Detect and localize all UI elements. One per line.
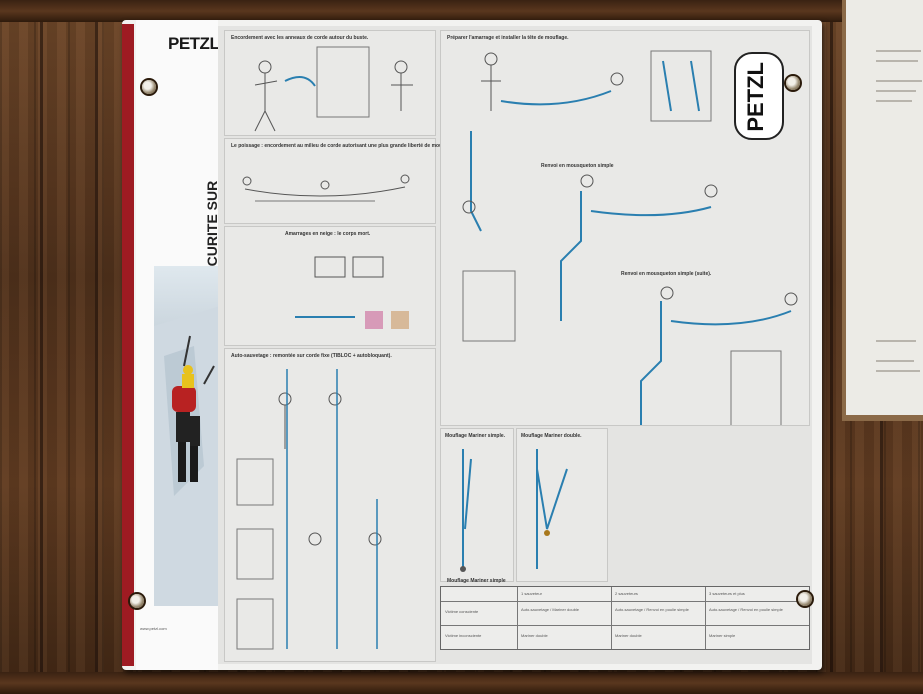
step-8-section: Mouflage Mariner double. — [516, 428, 608, 582]
table-cell: Auto-sauvetage / Renvoi en poulie simple — [615, 607, 689, 612]
table-cell: Mariner simple — [709, 633, 736, 638]
rescue-methods-table: Mouflage Mariner simple 1 sauveteur 2 sa… — [440, 578, 810, 650]
step-8-diagram — [536, 449, 568, 569]
step-5-title: Préparer l'amarrage et installer la tête… — [447, 35, 569, 41]
table-header-1: 1 sauveteur — [521, 591, 542, 596]
step-8-title: Mouflage Mariner double. — [521, 433, 582, 439]
table-cell: Mariner double — [615, 633, 642, 638]
step-4-diagram — [236, 369, 382, 650]
step-4-title: Auto-sauvetage : remontée sur corde fixe… — [231, 353, 392, 359]
petzl-logo-badge: PETZL — [734, 52, 784, 140]
step-5a-title: Renvoi en mousqueton simple — [541, 163, 614, 169]
footer-url: www.petzl.com — [140, 626, 167, 631]
mounting-bolt — [786, 76, 800, 90]
step-5-diagram — [462, 50, 798, 472]
poster-sidebar: PETZL SECURITE SUR GLACIER www.petzl.com — [136, 20, 236, 670]
step-9-title: Mouflage Mariner simple — [447, 578, 506, 584]
ice-climber-illustration — [154, 306, 220, 606]
step-3-section: Amarrages en neige : le corps mort. — [224, 226, 436, 346]
plank-seam — [95, 0, 98, 692]
step-1-title: Encordement avec les anneaux de corde au… — [231, 35, 369, 41]
step-1-diagram — [254, 46, 413, 132]
table-row-1-label: Victime consciente — [445, 609, 479, 614]
step-2-diagram — [242, 174, 410, 202]
step-7-diagram — [460, 449, 472, 572]
mounting-bolt — [130, 594, 144, 608]
table-header-2: 2 sauveteurs — [615, 591, 638, 596]
plank-seam — [40, 0, 43, 692]
table-header-3: 3 sauveteurs et plus — [709, 591, 745, 596]
step-7-section: Mouflage Mariner simple. — [440, 428, 514, 582]
instructions-panel: Encordement avec les anneaux de corde au… — [218, 26, 812, 664]
plank-seam — [830, 0, 833, 692]
step-2-title: Le poissage : encordement au milieu de c… — [231, 143, 462, 149]
wooden-beam-top — [0, 0, 923, 22]
paper-notice — [842, 0, 923, 421]
step-1-section: Encordement avec les anneaux de corde au… — [224, 30, 436, 136]
mounting-bolt — [798, 592, 812, 606]
step-7-title: Mouflage Mariner simple. — [445, 433, 506, 439]
petzl-logo-text: PETZL — [743, 62, 768, 132]
wooden-beam-bottom — [0, 672, 923, 694]
step-5b-title: Renvoi en mousqueton simple (suite). — [621, 271, 712, 277]
red-edge-stripe — [122, 24, 134, 666]
step-4-section: Auto-sauvetage : remontée sur corde fixe… — [224, 348, 436, 662]
table-cell: Auto-sauvetage / Mariner double — [521, 607, 580, 612]
step-3-diagram — [295, 256, 409, 329]
glacier-safety-poster: PETZL SECURITE SUR GLACIER www.petzl.com… — [122, 20, 822, 670]
table-row-2-label: Victime inconsciente — [445, 633, 482, 638]
climber-photo — [154, 266, 220, 606]
mounting-bolt — [142, 80, 156, 94]
step-3-title: Amarrages en neige : le corps mort. — [285, 231, 371, 237]
step-2-section: Le poissage : encordement au milieu de c… — [224, 138, 461, 224]
brand-logo: PETZL — [168, 34, 220, 53]
table-cell: Mariner double — [521, 633, 548, 638]
table-cell: Auto-sauvetage / Renvoi en poulie simple — [709, 607, 783, 612]
